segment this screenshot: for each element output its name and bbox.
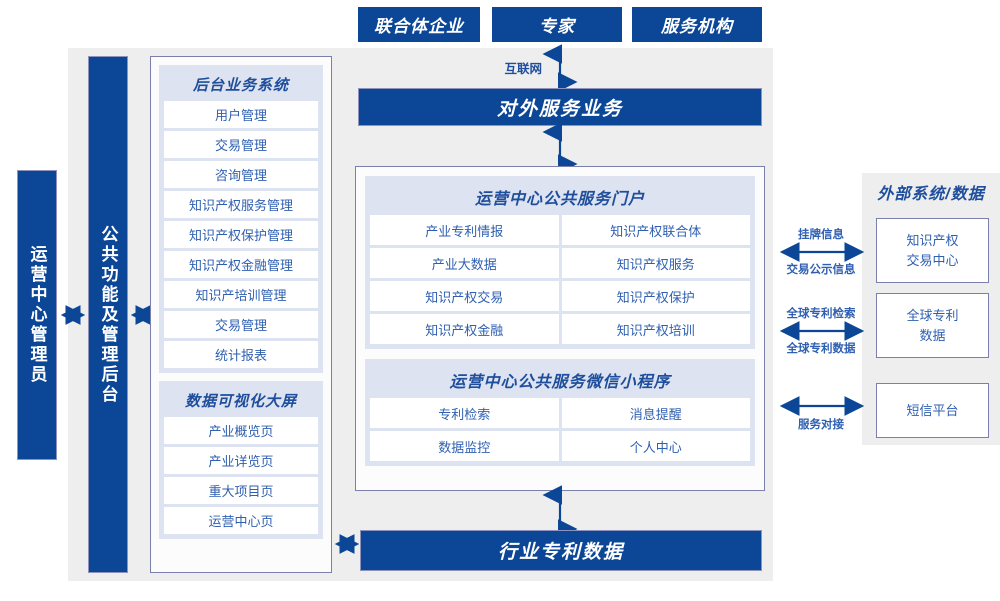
platform-to-backend-arrow — [130, 305, 156, 325]
external-box-global-patent[interactable]: 全球专利 数据 — [876, 293, 989, 358]
actor-tab-expert[interactable]: 专家 — [492, 7, 622, 42]
backend-item[interactable]: 用户管理 — [164, 101, 318, 128]
portal-item[interactable]: 知识产权联合体 — [561, 215, 750, 245]
external-box-line1: 全球专利 — [906, 308, 959, 323]
actor-tab-consortium[interactable]: 联合体企业 — [358, 7, 480, 42]
backend-system-group: 后台业务系统 用户管理 交易管理 咨询管理 知识产权服务管理 知识产权保护管理 … — [159, 65, 323, 373]
backend-item[interactable]: 知识产权保护管理 — [164, 221, 318, 248]
connector-label-trade-public-info: 交易公示信息 — [786, 264, 856, 276]
connector-label-listing-info: 挂牌信息 — [798, 229, 844, 241]
portal-title: 运营中心公共服务门户 — [474, 191, 645, 208]
miniprogram-item[interactable]: 消息提醒 — [561, 398, 750, 428]
industry-patent-data-bar[interactable]: 行业专利数据 — [360, 530, 762, 571]
miniprogram-item[interactable]: 数据监控 — [370, 431, 559, 461]
service-panel: 运营中心公共服务门户 产业专利情报 知识产权联合体 产业大数据 知识产权服务 知… — [355, 166, 765, 491]
portal-item[interactable]: 知识产权金融 — [370, 314, 559, 344]
portal-item[interactable]: 知识产权服务 — [561, 248, 750, 278]
backend-item[interactable]: 咨询管理 — [164, 161, 318, 188]
data-screen-item[interactable]: 产业详览页 — [164, 447, 318, 474]
connector-label-service-docking: 服务对接 — [798, 419, 844, 431]
service-portal-arrow — [542, 122, 578, 174]
connector-arrow-ip-exchange — [779, 242, 865, 262]
backend-item[interactable]: 交易管理 — [164, 311, 318, 338]
backend-item[interactable]: 知识产培训管理 — [164, 281, 318, 308]
backend-to-industry-arrow — [334, 534, 360, 554]
miniprogram-group: 运营中心公共服务微信小程序 专利检索 消息提醒 数据监控 个人中心 — [365, 359, 755, 466]
external-systems-title: 外部系统/数据 — [877, 186, 985, 203]
data-screen-item[interactable]: 产业概览页 — [164, 417, 318, 444]
data-screen-title: 数据可视化大屏 — [184, 393, 297, 410]
external-box-line2: 交易中心 — [906, 252, 959, 268]
backend-item[interactable]: 交易管理 — [164, 131, 318, 158]
portal-item[interactable]: 产业专利情报 — [370, 215, 559, 245]
external-box-ip-exchange[interactable]: 知识产权 交易中心 — [876, 218, 989, 283]
miniprogram-grid: 专利检索 消息提醒 数据监控 个人中心 — [370, 398, 750, 461]
connector-arrow-sms — [779, 396, 865, 416]
backend-item[interactable]: 统计报表 — [164, 341, 318, 368]
data-screen-item[interactable]: 运营中心页 — [164, 507, 318, 534]
portal-grid: 产业专利情报 知识产权联合体 产业大数据 知识产权服务 知识产权交易 知识产权保… — [370, 215, 750, 344]
internet-arrow — [542, 44, 578, 92]
data-screen-group: 数据可视化大屏 产业概览页 产业详览页 重大项目页 运营中心页 — [159, 381, 323, 539]
connector-label-global-patent-data: 全球专利数据 — [786, 343, 856, 355]
actor-tab-service-org[interactable]: 服务机构 — [632, 7, 762, 42]
backend-panel: 后台业务系统 用户管理 交易管理 咨询管理 知识产权服务管理 知识产权保护管理 … — [150, 56, 332, 573]
service-to-industry-arrow — [542, 485, 578, 539]
operator-to-platform-arrow — [60, 305, 86, 325]
external-box-sms-platform[interactable]: 短信平台 — [876, 383, 989, 438]
public-function-admin-column[interactable]: 公共功能及管理后台 — [88, 56, 128, 573]
internet-label: 互联网 — [504, 62, 542, 76]
data-screen-item[interactable]: 重大项目页 — [164, 477, 318, 504]
backend-item[interactable]: 知识产权金融管理 — [164, 251, 318, 278]
portal-item[interactable]: 知识产权保护 — [561, 281, 750, 311]
miniprogram-item[interactable]: 专利检索 — [370, 398, 559, 428]
miniprogram-title: 运营中心公共服务微信小程序 — [449, 374, 671, 391]
backend-item[interactable]: 知识产权服务管理 — [164, 191, 318, 218]
external-service-bar[interactable]: 对外服务业务 — [358, 88, 762, 126]
external-box-line1: 知识产权 — [906, 233, 959, 248]
portal-item[interactable]: 知识产权交易 — [370, 281, 559, 311]
connector-label-global-patent-search: 全球专利检索 — [786, 308, 856, 320]
portal-group: 运营中心公共服务门户 产业专利情报 知识产权联合体 产业大数据 知识产权服务 知… — [365, 176, 755, 349]
external-box-line2: 数据 — [919, 327, 946, 343]
miniprogram-item[interactable]: 个人中心 — [561, 431, 750, 461]
backend-system-title: 后台业务系统 — [192, 77, 289, 94]
operator-admin-column[interactable]: 运营中心管理员 — [17, 170, 57, 460]
portal-item[interactable]: 知识产权培训 — [561, 314, 750, 344]
portal-item[interactable]: 产业大数据 — [370, 248, 559, 278]
external-box-line1: 短信平台 — [906, 402, 959, 418]
connector-arrow-global-patent — [779, 321, 865, 341]
